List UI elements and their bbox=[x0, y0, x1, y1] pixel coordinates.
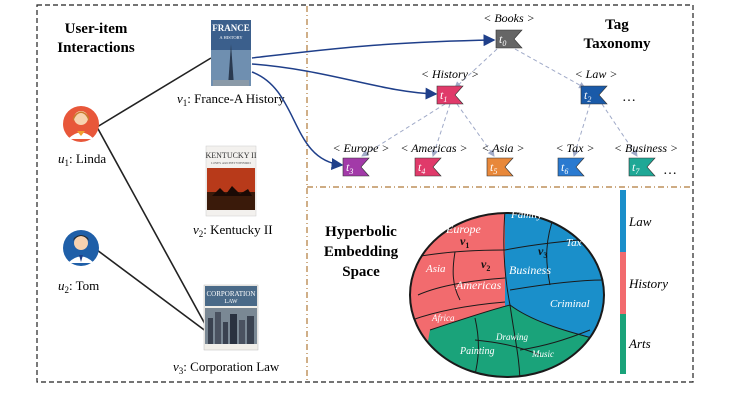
interactions-title-1: User-item bbox=[65, 21, 128, 37]
ellipsis-business: … bbox=[663, 163, 677, 178]
tag-flag-t5[interactable]: t5 bbox=[486, 157, 514, 177]
tag-label-business: < Business > bbox=[614, 141, 678, 155]
svg-text:t5: t5 bbox=[490, 160, 497, 176]
hyperbolic-title-2: Embedding bbox=[324, 244, 399, 260]
legend-bar-arts bbox=[620, 314, 626, 374]
tag-flags: t0 t1 t2 t3 t4 t5 t6 t7 bbox=[342, 29, 656, 177]
svg-text:KENTUCKY II: KENTUCKY II bbox=[205, 151, 256, 160]
region-arts bbox=[420, 305, 600, 377]
legend-label-arts: Arts bbox=[628, 336, 651, 351]
tag-label-law: < Law > bbox=[575, 67, 618, 81]
user-label-linda: u1: Linda bbox=[58, 151, 106, 168]
disk-boundary bbox=[409, 212, 605, 378]
legend-label-history: History bbox=[628, 276, 668, 291]
tag-flag-t7[interactable]: t7 bbox=[628, 157, 656, 177]
item-tag-links bbox=[251, 34, 496, 170]
tag-flag-t2[interactable]: t2 bbox=[580, 85, 608, 105]
region-label-africa: Africa bbox=[431, 313, 455, 323]
region-label-americas: Americas bbox=[455, 278, 502, 292]
taxonomy-edges bbox=[361, 48, 638, 157]
tag-flag-t1[interactable]: t1 bbox=[436, 85, 464, 105]
tag-label-americas: < Americas > bbox=[400, 141, 467, 155]
tag-flag-t3[interactable]: t3 bbox=[342, 157, 370, 177]
region-label-business: Business bbox=[509, 263, 551, 277]
hyperbolic-disk bbox=[410, 213, 604, 377]
point-label-v2: v2 bbox=[481, 257, 490, 273]
book-cover-kentucky[interactable]: KENTUCKY II LINES ARCHETYPEBIRD bbox=[205, 145, 257, 217]
item-label-france: v1: France-A History bbox=[177, 91, 285, 108]
tag-label-europe: < Europe > bbox=[332, 141, 389, 155]
user-label-tom: u2: Tom bbox=[58, 278, 99, 295]
hyperbolic-title-1: Hyperbolic bbox=[325, 224, 397, 240]
item-label-corporation-law: v3: Corporation Law bbox=[173, 359, 280, 376]
region-label-europe: Europe bbox=[445, 222, 482, 236]
region-label-painting: Painting bbox=[459, 346, 494, 357]
svg-text:A HISTORY: A HISTORY bbox=[219, 35, 243, 40]
svg-text:CORPORATION: CORPORATION bbox=[206, 290, 255, 298]
avatar-user-tom[interactable] bbox=[63, 230, 99, 266]
legend-bar-history bbox=[620, 252, 626, 314]
tag-flag-t6[interactable]: t6 bbox=[557, 157, 585, 177]
book-cover-france[interactable]: FRANCE A HISTORY bbox=[211, 20, 251, 86]
svg-text:t7: t7 bbox=[632, 160, 640, 176]
taxonomy-title-1: Tag bbox=[605, 17, 629, 33]
svg-text:FRANCE: FRANCE bbox=[212, 23, 250, 33]
region-label-criminal: Criminal bbox=[550, 298, 590, 310]
outer-frame bbox=[36, 4, 694, 383]
region-label-drawing: Drawing bbox=[495, 332, 529, 342]
svg-text:LINES ARCHETYPEBIRD: LINES ARCHETYPEBIRD bbox=[211, 161, 251, 165]
point-label-v3: v3 bbox=[538, 244, 547, 260]
tag-label-history: < History > bbox=[421, 67, 479, 81]
svg-text:LAW: LAW bbox=[224, 299, 238, 305]
edge-u1-v1 bbox=[96, 57, 212, 128]
svg-text:t2: t2 bbox=[584, 88, 591, 104]
hyperbolic-title-3: Space bbox=[342, 264, 380, 280]
taxonomy-title-2: Taxonomy bbox=[584, 36, 651, 52]
edge-u2-v3 bbox=[96, 249, 212, 336]
point-label-v1: v1 bbox=[460, 234, 469, 250]
legend-label-law: Law bbox=[628, 214, 652, 229]
tag-flag-t4[interactable]: t4 bbox=[414, 157, 442, 177]
tag-label-asia: < Asia > bbox=[481, 141, 524, 155]
svg-text:t1: t1 bbox=[440, 88, 447, 104]
svg-text:t4: t4 bbox=[418, 160, 425, 176]
legend-bar-law bbox=[620, 190, 626, 252]
svg-text:t0: t0 bbox=[499, 32, 506, 48]
svg-text:t6: t6 bbox=[561, 160, 568, 176]
interactions-title-2: Interactions bbox=[57, 40, 135, 56]
book-cover-corporation-law[interactable]: CORPORATION LAW bbox=[203, 284, 259, 351]
region-label-tax: Tax bbox=[566, 237, 582, 249]
tag-label-tax: < Tax > bbox=[555, 141, 594, 155]
avatar-user-linda[interactable] bbox=[63, 106, 99, 142]
tag-label-books: < Books > bbox=[483, 11, 535, 25]
region-label-asia: Asia bbox=[425, 263, 446, 275]
svg-text:t3: t3 bbox=[346, 160, 353, 176]
region-label-music: Music bbox=[531, 349, 554, 359]
ellipsis-law: … bbox=[622, 90, 636, 105]
edge-u1-v3 bbox=[96, 126, 212, 336]
item-label-kentucky: v2: Kentucky II bbox=[193, 222, 273, 239]
region-label-family: Family bbox=[510, 209, 542, 221]
tag-flag-t0[interactable]: t0 bbox=[495, 29, 523, 49]
